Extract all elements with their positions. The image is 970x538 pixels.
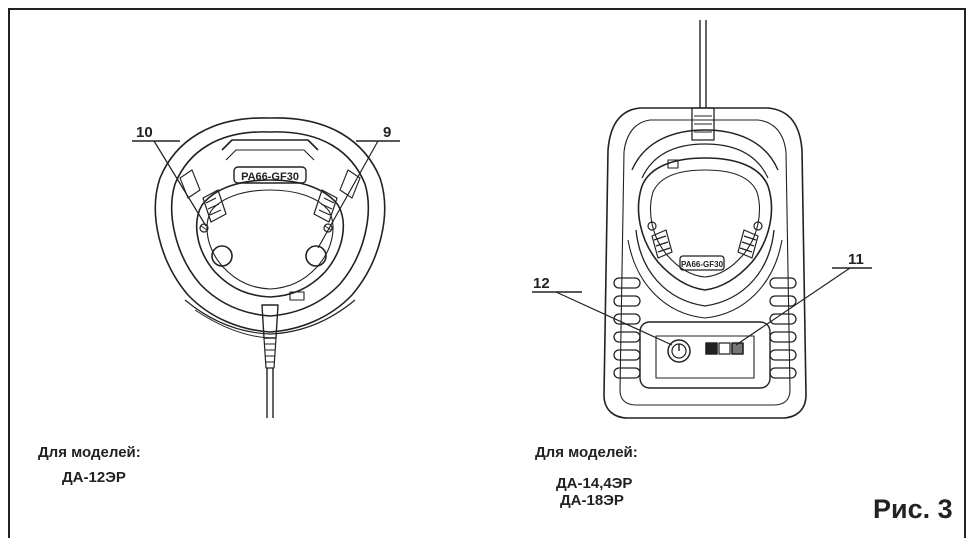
- left-caption-heading: Для моделей:: [38, 444, 141, 461]
- right-led-window: [305, 245, 327, 267]
- left-charger-inner-rim: [170, 131, 370, 317]
- left-battery-socket: [195, 179, 345, 298]
- right-charger: [532, 20, 872, 419]
- left-contacts-right: [313, 189, 338, 223]
- right-front-panel: [639, 321, 771, 389]
- right-charger-housing: [603, 107, 807, 419]
- callout-12: 12: [533, 275, 550, 292]
- right-grip-ribs: [769, 277, 797, 379]
- callout-9: 9: [383, 124, 391, 141]
- left-charger: [132, 117, 400, 418]
- led-indicators: [705, 342, 744, 355]
- callout-10: 10: [136, 124, 153, 141]
- left-led-window: [211, 245, 233, 267]
- right-caption-model-2: ДА-18ЭР: [560, 492, 624, 509]
- figure-frame: [8, 8, 966, 538]
- right-caption-heading: Для моделей:: [535, 444, 638, 461]
- power-button-icon: [667, 339, 691, 363]
- right-caption-model-1: ДА-14,4ЭР: [556, 475, 633, 492]
- right-battery-socket: [637, 157, 773, 291]
- left-contacts-left: [202, 189, 227, 223]
- left-charger-outer-body: [154, 117, 386, 333]
- right-material-marking: PA66-GF30: [681, 260, 724, 269]
- left-caption-model: ДА-12ЭР: [62, 469, 126, 486]
- figure-label: Рис. 3: [873, 494, 953, 524]
- left-material-marking: PA66-GF30: [241, 171, 299, 183]
- callout-11: 11: [848, 251, 864, 268]
